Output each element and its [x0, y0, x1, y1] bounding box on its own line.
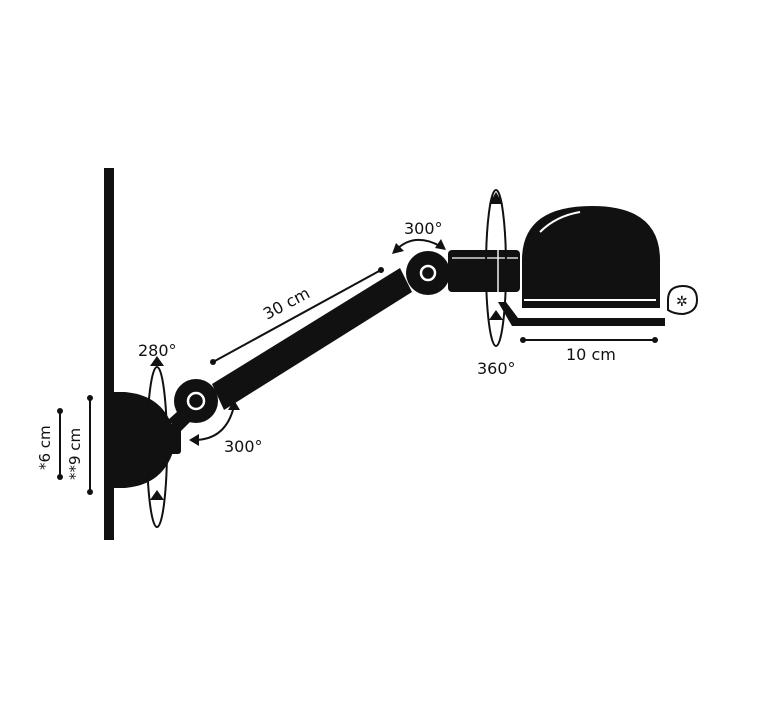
main-arm [212, 268, 412, 410]
shade-rotation-icon [485, 189, 507, 347]
base-height-inner-label: *6 cm [36, 425, 54, 470]
upper-joint [406, 251, 450, 295]
upper-elbow-rotation-label: 300° [404, 219, 443, 238]
base-rotation-label: 280° [138, 341, 177, 360]
lower-swing-arrow [189, 400, 240, 446]
lower-joint [168, 379, 218, 432]
bulb-badge-icon: ✲ [667, 284, 699, 316]
wall-line [104, 168, 114, 540]
base-height-dimensions [57, 395, 93, 495]
upper-swing-arrow [392, 239, 446, 254]
wall-base [113, 392, 181, 488]
shade-width-label: 10 cm [566, 345, 616, 364]
lower-elbow-rotation-label: 300° [224, 437, 263, 456]
shade-connector [448, 246, 520, 296]
svg-text:✲: ✲ [676, 294, 688, 310]
shade-rotation-label: 360° [477, 359, 516, 378]
base-rotation-icon [146, 356, 168, 528]
base-height-outer-label: **9 cm [66, 428, 84, 480]
arm-length-dimension [210, 267, 384, 365]
arm-length-label: 30 cm [260, 283, 313, 323]
shade-width-dimension [520, 337, 658, 343]
lamp-shade [498, 206, 665, 326]
